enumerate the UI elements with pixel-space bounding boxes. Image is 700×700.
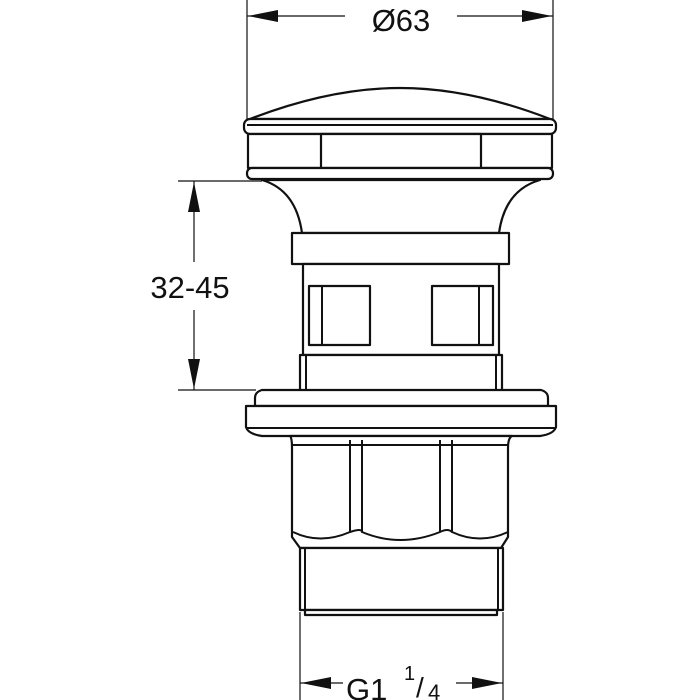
cap-base-band [245,166,555,181]
flange-top [253,388,550,408]
ring [290,231,511,266]
height-dimension: 32-45 [150,180,262,391]
diameter-label: Ø63 [372,3,431,38]
window-left [307,284,372,347]
cap-slot [319,132,483,170]
thread-dimension: G1 1 / 4 [299,612,504,700]
arrow-left [301,677,331,689]
drain-plug [242,86,558,617]
collar [298,353,504,393]
thread-section [298,546,505,612]
cap-dome [248,86,552,121]
hex-nut [288,434,514,550]
arrow-right [472,677,502,689]
arrow-right [522,10,552,22]
diameter-dimension: Ø63 [246,0,554,120]
cap-rim [242,117,558,136]
window-right [430,284,495,347]
height-label: 32-45 [150,270,229,305]
arrow-left [248,10,278,22]
flange [244,404,558,438]
thread-lip [303,608,499,617]
flare [260,178,542,235]
arrow-up [188,182,200,212]
thread-label: G1 1 / 4 [346,652,440,700]
arrow-down [188,359,200,389]
